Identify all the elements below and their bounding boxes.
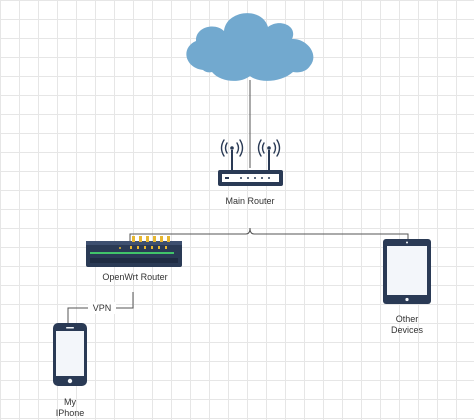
wifi-router-icon	[218, 139, 283, 186]
other-devices-label-line1: Other	[395, 314, 419, 324]
my-iphone-label-line1: My	[64, 397, 76, 407]
cloud-icon	[186, 13, 314, 81]
openwrt-router-label: OpenWrt Router	[102, 272, 168, 282]
main-router-label: Main Router	[225, 196, 275, 206]
main-router-branch-brace	[129, 227, 409, 242]
other-devices-label-line2: Devices	[390, 325, 423, 335]
my-iphone-label-line2: IPhone	[55, 408, 85, 418]
tablet-icon	[383, 239, 431, 304]
vpn-connection-label: VPN	[88, 302, 116, 314]
smartphone-icon	[53, 323, 87, 386]
network-router-icon	[86, 236, 182, 267]
